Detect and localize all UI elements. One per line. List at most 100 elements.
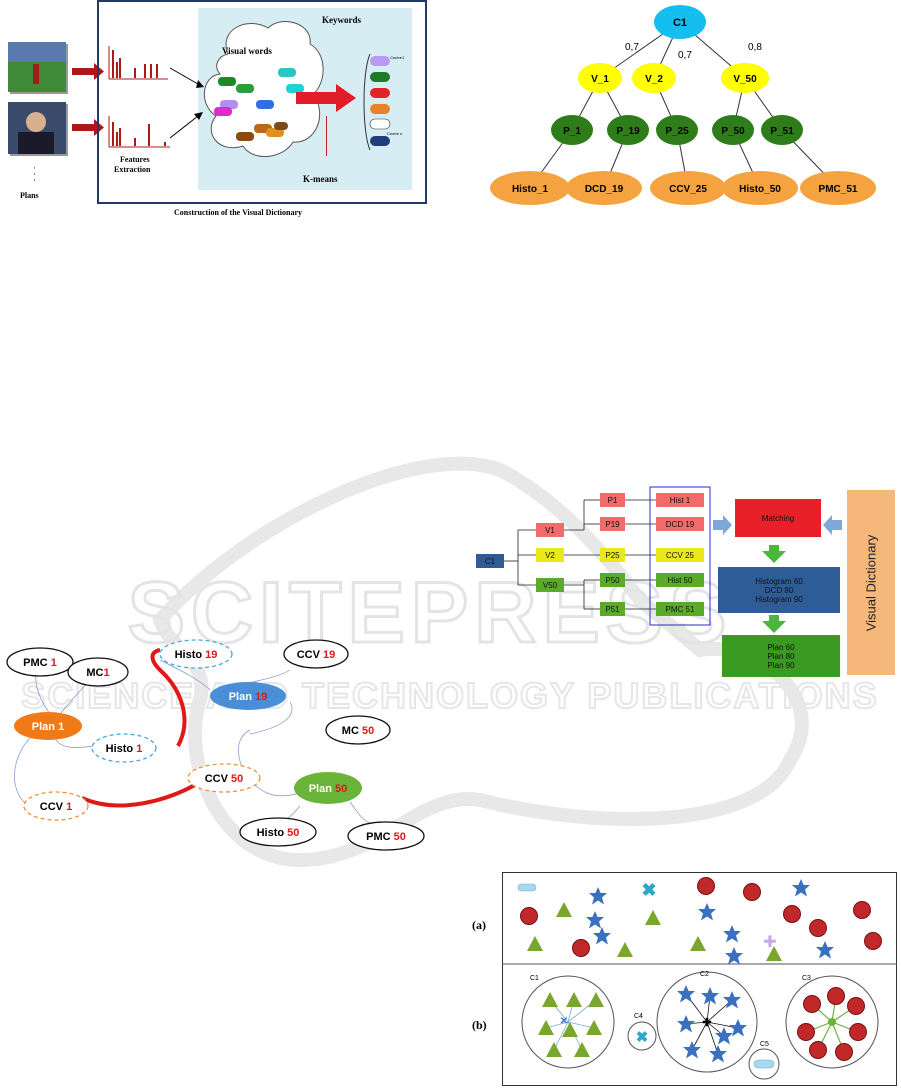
cluster-c3-label: C3	[802, 975, 811, 982]
node-ccv-19	[283, 639, 349, 669]
svg-text:✚: ✚	[763, 934, 776, 951]
svg-text:Plan 19: Plan 19	[229, 691, 268, 703]
tree-histo50: Histo_50	[739, 184, 781, 195]
tree-weight-3: 0,8	[748, 42, 762, 53]
dictionary-figure: ··· Plans Features Extraction	[0, 0, 440, 225]
histogram-results-box: Histogram 60 DCD 80 Histogram 90	[718, 567, 840, 613]
cluster-panel: ✖ ✚	[502, 872, 897, 1086]
cluster-c5-label: C5	[760, 1041, 769, 1048]
cluster-c4-label: C4	[634, 1013, 643, 1020]
plan-line-1: Plan 60	[767, 642, 795, 652]
tree-root-label: C1	[673, 17, 687, 29]
dictionary-caption: Construction of the Visual Dictionary	[174, 208, 302, 217]
row-b-label: (b)	[472, 1018, 487, 1032]
tree-p25: P_25	[665, 126, 689, 137]
tree-pmc51: PMC_51	[819, 184, 858, 195]
plan-line-2: Plan 80	[767, 651, 795, 661]
matching-box: Matching	[735, 499, 821, 537]
plan-line-3: Plan 90	[767, 660, 795, 670]
svg-text:PMC 1: PMC 1	[23, 657, 57, 669]
video-frame-soccer	[8, 42, 66, 92]
svg-text:CCV 19: CCV 19	[297, 649, 336, 661]
svg-text:CCV 1: CCV 1	[40, 801, 72, 813]
tree-ccv25: CCV_25	[669, 184, 707, 195]
svg-text:✖: ✖	[636, 1029, 649, 1046]
svg-text:Histo 1: Histo 1	[106, 743, 143, 755]
graph-thick-edges	[81, 648, 202, 808]
svg-text:Histo 19: Histo 19	[175, 649, 218, 661]
keywords-bracket	[363, 53, 391, 151]
cloud-arrows	[169, 67, 204, 139]
cluster-figure: (a) (b) ✖ ✚	[470, 868, 901, 1089]
node-mc-50	[325, 715, 391, 745]
svg-text:✕: ✕	[560, 1016, 568, 1027]
tree-p1: P_1	[563, 126, 581, 137]
video-frame-news	[8, 102, 66, 154]
tree-root: C1	[654, 5, 706, 39]
node-histo-19	[159, 639, 233, 669]
tree-level1: V_1 V_2 V_50	[578, 63, 769, 93]
cluster-c1: ✕ C1	[521, 975, 615, 1069]
svg-text:PMC 50: PMC 50	[366, 831, 406, 843]
flow-ccv25: CCV 25	[656, 548, 704, 562]
cluster-c1-label: C1	[530, 975, 539, 982]
kmeans-pointer-line	[326, 116, 327, 156]
centre1-label: Centre1	[390, 55, 405, 60]
unsorted-points: ✖ ✚	[517, 877, 882, 965]
kmeans-arrow	[296, 84, 356, 112]
flow-v50: V50	[536, 578, 564, 592]
svg-text:Histo 50: Histo 50	[257, 827, 300, 839]
flow-p50: P50	[600, 573, 625, 587]
flow-p1: P1	[600, 493, 625, 507]
svg-text:Plan 50: Plan 50	[309, 783, 348, 795]
flow-root-c1: C1	[476, 554, 504, 568]
visual-dictionary-label: Visual Dictionary	[863, 534, 879, 631]
node-ccv-1	[23, 791, 89, 821]
node-plan-19	[210, 682, 286, 710]
tree-p19: P_19	[616, 126, 640, 137]
tree-level3: Histo_1 DCD_19 CCV_25 Histo_50 PMC_51	[490, 171, 876, 205]
flow-pmc51: PMC 51	[656, 602, 704, 616]
plan-graph: PMC 1 MC1 Plan 1 Histo 1 CCV 1 Histo 19 …	[6, 639, 425, 851]
centren-label: Centre n	[387, 131, 403, 136]
flow-connectors	[504, 486, 842, 633]
histogram-2	[112, 122, 166, 146]
hierarchy-tree: C1 0,7 0,7 0,8 V_1 V_2 V_50 P_1 P_19 P_2…	[490, 5, 876, 205]
feature-histograms	[108, 46, 170, 148]
flow-p19: P19	[600, 517, 625, 531]
graph-nodes: PMC 1 MC1 Plan 1 Histo 1 CCV 1 Histo 19 …	[6, 639, 425, 851]
flow-hist50: Hist 50	[656, 573, 704, 587]
histogram-line-3: Histogram 90	[755, 594, 803, 604]
tree-level2: P_1 P_19 P_25 P_50 P_51	[551, 115, 803, 145]
cluster-c2-label: C2	[700, 971, 709, 978]
node-pmc-1	[6, 647, 74, 677]
input-arrows	[72, 63, 104, 136]
keywords-label: Keywords	[322, 15, 361, 25]
histogram-1	[112, 50, 158, 78]
extraction-label: Extraction	[114, 165, 151, 174]
visual-words-label: Visual words	[222, 46, 272, 56]
tree-v50: V_50	[733, 74, 757, 85]
node-pmc-50	[347, 821, 425, 851]
cluster-c3: C3	[785, 975, 879, 1069]
dictionary-frame	[97, 0, 427, 204]
cluster-c2: ✚ C2	[656, 971, 758, 1073]
visual-words-cloud	[203, 20, 324, 158]
features-label: Features	[120, 155, 150, 164]
flow-p51: P51	[600, 602, 625, 616]
tree-weight-1: 0,7	[625, 42, 639, 53]
tree-p50: P_50	[721, 126, 745, 137]
histogram-line-1: Histogram 60	[755, 576, 803, 586]
svg-text:CCV 50: CCV 50	[205, 773, 244, 785]
flow-hist1: Hist 1	[656, 493, 704, 507]
flow-dcd19: DCD 19	[656, 517, 704, 531]
tree-weight-2: 0,7	[678, 50, 692, 61]
row-a-label: (a)	[472, 918, 486, 932]
svg-text:✖: ✖	[641, 880, 656, 900]
flow-v1: V1	[536, 523, 564, 537]
tree-p51: P_51	[770, 126, 794, 137]
svg-text:MC1: MC1	[86, 667, 109, 679]
tree-v1: V_1	[591, 74, 609, 85]
svg-text:✚: ✚	[702, 1017, 711, 1029]
node-plan-50	[294, 772, 362, 804]
